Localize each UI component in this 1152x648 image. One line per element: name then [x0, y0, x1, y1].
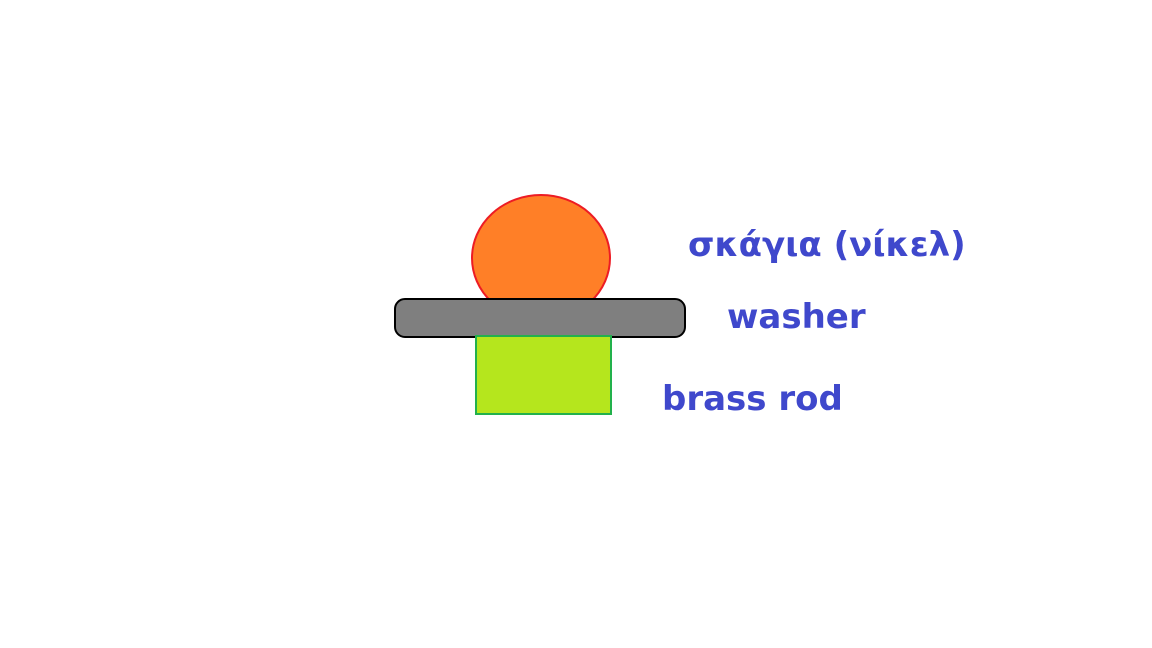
washer-disc — [394, 298, 686, 338]
brass-rod-block — [475, 335, 612, 415]
brass-rod-label: brass rod — [662, 379, 843, 419]
washer-label: washer — [727, 297, 866, 337]
nickel-shot-label: σκάγια (νίκελ) — [688, 225, 966, 265]
